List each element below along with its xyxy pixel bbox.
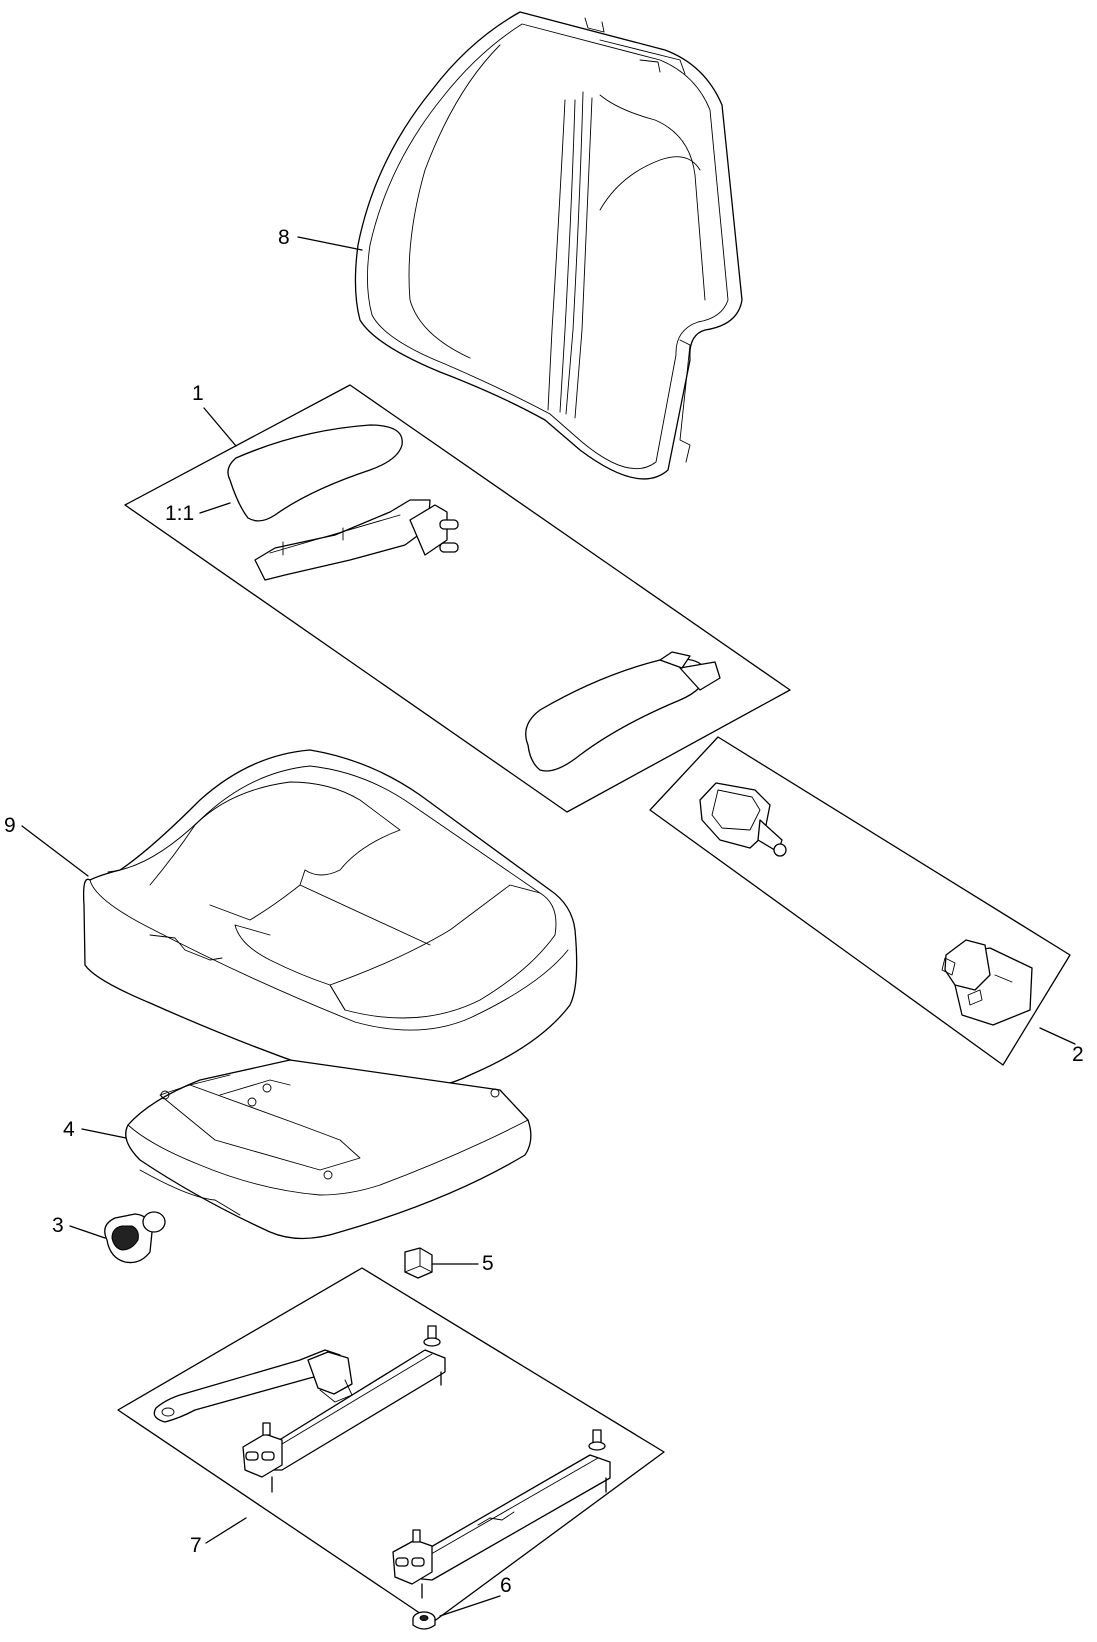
leader-line-2 bbox=[1039, 1027, 1076, 1045]
leader-line-6 bbox=[439, 1595, 501, 1617]
callout-label-1: 1 bbox=[192, 382, 204, 405]
callout-label-7: 7 bbox=[190, 1534, 202, 1557]
leader-line-1-1 bbox=[199, 502, 231, 514]
callout-7: 7 bbox=[190, 1517, 247, 1557]
leader-line-7 bbox=[205, 1517, 247, 1544]
callout-label-9: 9 bbox=[4, 814, 16, 837]
callout-8: 8 bbox=[278, 226, 363, 251]
seat-base-pan-part-4 bbox=[125, 1059, 532, 1240]
callout-label-8: 8 bbox=[278, 226, 290, 249]
leader-line-8 bbox=[297, 236, 363, 251]
callout-6: 6 bbox=[439, 1574, 512, 1617]
slide-rail-right bbox=[392, 1429, 611, 1599]
adjust-lever bbox=[153, 1349, 353, 1423]
callout-3: 3 bbox=[52, 1214, 106, 1239]
knob-part-3 bbox=[104, 1211, 166, 1264]
backrest-part-8 bbox=[354, 11, 743, 480]
armrest-kit-box-part-1 bbox=[124, 384, 791, 813]
slide-rail-left bbox=[242, 1325, 446, 1493]
leader-line-4 bbox=[81, 1128, 127, 1139]
callout-label-2: 2 bbox=[1072, 1043, 1084, 1066]
slide-rails-kit-box-part-7 bbox=[117, 1267, 665, 1623]
callout-1: 1 bbox=[192, 382, 237, 447]
callout-label-1-1: 1:1 bbox=[165, 502, 194, 525]
armrest-bracket-left bbox=[254, 499, 459, 581]
leader-line-3 bbox=[69, 1225, 106, 1239]
callout-9: 9 bbox=[4, 814, 89, 877]
seat-belt-retractor bbox=[699, 782, 787, 857]
armrest-assembly-right bbox=[525, 651, 721, 772]
washer-part-6 bbox=[412, 1611, 436, 1630]
callout-label-5: 5 bbox=[482, 1252, 494, 1275]
clip-part-5 bbox=[404, 1247, 433, 1279]
seat-belt-buckle bbox=[941, 939, 1033, 1026]
callout-label-4: 4 bbox=[63, 1118, 75, 1141]
callout-4: 4 bbox=[63, 1118, 127, 1141]
callout-2: 2 bbox=[1039, 1027, 1084, 1066]
leader-line-1 bbox=[203, 407, 237, 447]
callout-label-6: 6 bbox=[500, 1574, 512, 1597]
leader-line-9 bbox=[21, 825, 89, 877]
armrest-pad-part-1-1 bbox=[227, 424, 403, 522]
callout-5: 5 bbox=[431, 1252, 494, 1275]
callout-1-1: 1:1 bbox=[165, 502, 231, 525]
seat-cushion-part-9 bbox=[82, 749, 578, 1091]
seat-belt-kit-box-part-2 bbox=[649, 736, 1071, 1066]
callout-label-3: 3 bbox=[52, 1214, 64, 1237]
